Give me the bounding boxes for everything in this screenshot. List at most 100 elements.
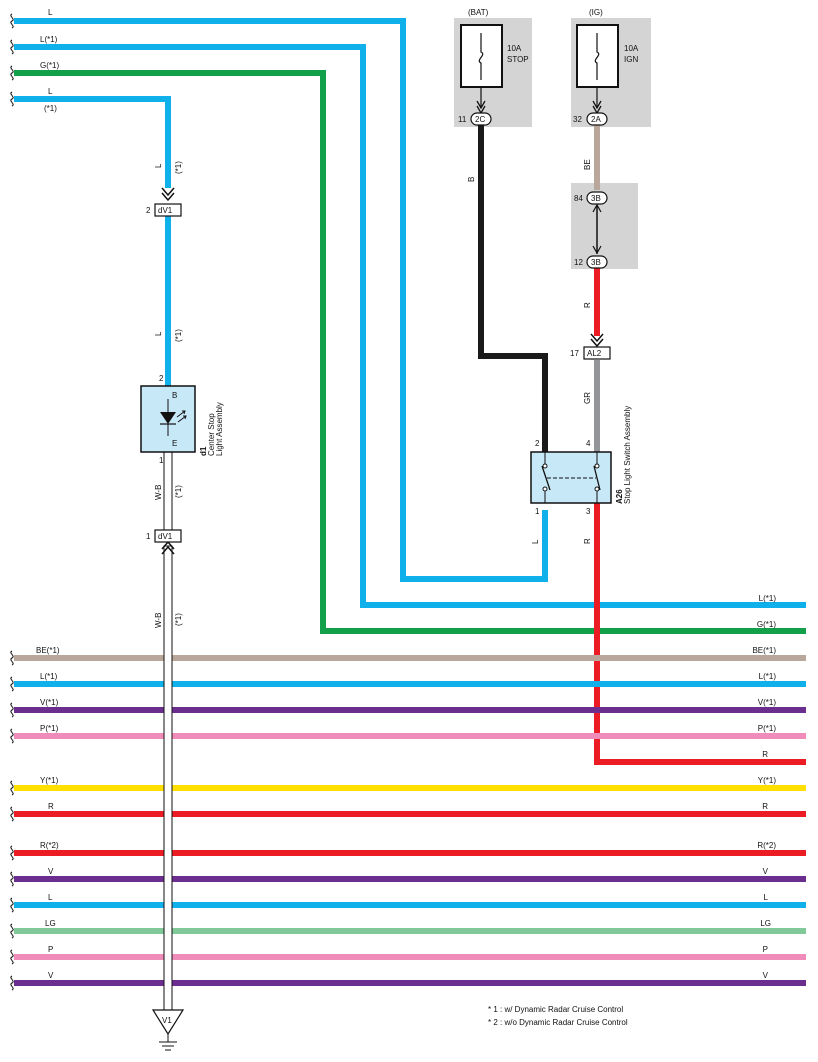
wire-top-l [14,18,548,582]
left-labels: BE(*1) L(*1) V(*1) P(*1) Y(*1) R R(*2) V… [36,646,60,980]
wire-top-l-star [14,44,806,608]
dv1-top-pin: 2 [146,206,151,215]
connector-al2 [583,346,611,360]
center-stop-code: d1 [199,446,208,456]
right-label: V(*1) [758,698,777,707]
wire-b [478,124,548,452]
left-label: P(*1) [40,724,59,733]
center-stop-term-e: E [172,439,177,448]
wire-r-switch [594,503,806,765]
right-label: G(*1) [757,620,776,629]
label-wb-1: W-B [154,485,163,500]
right-label: R [762,802,768,811]
switch-pin-3: 3 [586,507,591,516]
left-label: V [48,971,54,980]
right-label: BE(*1) [752,646,776,655]
center-stop-term-b: B [172,391,177,400]
fuse-ig-connector: 2A [591,115,601,124]
footnote-1: * 1 : w/ Dynamic Radar Cruise Control [488,1005,624,1014]
label-top-star: (*1) [44,104,57,113]
label-sw-l: L [531,539,540,544]
right-label: LG [760,919,771,928]
junction-conn-bottom: 3B [591,258,601,267]
label-wb-star1: (*1) [174,485,183,498]
wire-top-g-star [14,70,806,634]
label-top-l: L [48,8,53,17]
label-wire-gr: GR [583,392,592,404]
switch-pin-4: 4 [586,439,591,448]
al2-pin: 17 [570,349,579,358]
ground-name: V1 [162,1016,172,1025]
label-top-g-star: G(*1) [40,61,59,70]
break-marks-left [10,13,14,991]
label-wire-be: BE [583,159,592,170]
right-label: P(*1) [758,724,777,733]
label-wire-b: B [467,177,476,182]
left-label: L(*1) [40,672,58,681]
chevron-al2 [590,333,604,348]
switch-code: A26 [615,489,624,504]
left-label: V [48,867,54,876]
label-wb-star2: (*1) [174,613,183,626]
fuse-bat-pin: 11 [458,115,467,124]
label-sw-r: R [583,538,592,544]
label-center-star2: (*1) [174,329,183,342]
right-label: L(*1) [759,594,777,603]
fuse-ig-rating: 10A [624,44,639,53]
label-center-star1: (*1) [174,161,183,174]
label-center-l2: L [154,331,163,336]
center-stop-pin-top: 2 [159,374,164,383]
right-labels: L(*1) G(*1) BE(*1) L(*1) V(*1) P(*1) R Y… [752,594,776,980]
label-center-l1: L [154,163,163,168]
left-label: R [48,802,54,811]
wire-center-stop-l [14,96,171,188]
dv1-bottom-name: dV1 [158,532,173,541]
fuse-bat-name: (BAT) [468,8,489,17]
left-label: L [48,893,53,902]
center-stop-pin-bottom: 1 [159,456,164,465]
switch-name: Stop Light Switch Assembly [623,406,632,504]
label-top-l-star: L(*1) [40,35,58,44]
chevron-dv1-top [161,187,175,202]
switch-pin-2: 2 [535,439,540,448]
center-stop-name1: Center Stop [207,413,216,456]
left-label: Y(*1) [40,776,59,785]
junction-pin-bottom: 12 [574,258,583,267]
right-label: V [763,971,769,980]
right-label: L [764,893,769,902]
connector-3b-bottom [586,255,608,269]
left-label: BE(*1) [36,646,60,655]
fuse-ig-label: IGN [624,55,638,64]
right-label: L(*1) [759,672,777,681]
right-label: V [763,867,769,876]
center-stop-name2: Light Assembly [215,402,224,456]
footnotes: * 1 : w/ Dynamic Radar Cruise Control * … [488,1003,628,1029]
connector-dv1-bottom [154,529,182,543]
label-wire-r: R [583,302,592,308]
left-label: LG [45,919,56,928]
right-label: P [763,945,768,954]
fuse-bat-label: STOP [507,55,529,64]
fuse-bat [460,24,503,115]
right-label: Y(*1) [758,776,777,785]
center-stop-light-assembly [140,385,196,453]
footnote-2: * 2 : w/o Dynamic Radar Cruise Control [488,1018,628,1027]
junction-conn-top: 3B [591,194,601,203]
label-wb-2: W-B [154,613,163,628]
junction-arrows [592,203,602,255]
left-label: V(*1) [40,698,59,707]
left-label: R(*2) [40,841,59,850]
left-label: P [48,945,53,954]
connector-2c [470,112,492,126]
switch-pin-1: 1 [535,507,540,516]
connector-dv1-top [154,203,182,217]
label-top-l2: L [48,87,53,96]
right-label: R(*2) [757,841,776,850]
fuse-ig-pin: 32 [573,115,582,124]
dv1-top-name: dV1 [158,206,173,215]
ground-symbol [151,1009,185,1051]
fuse-ig-name: (IG) [589,8,603,17]
dv1-bottom-pin: 1 [146,532,151,541]
al2-name: AL2 [587,349,602,358]
fuse-bat-connector: 2C [475,115,485,124]
